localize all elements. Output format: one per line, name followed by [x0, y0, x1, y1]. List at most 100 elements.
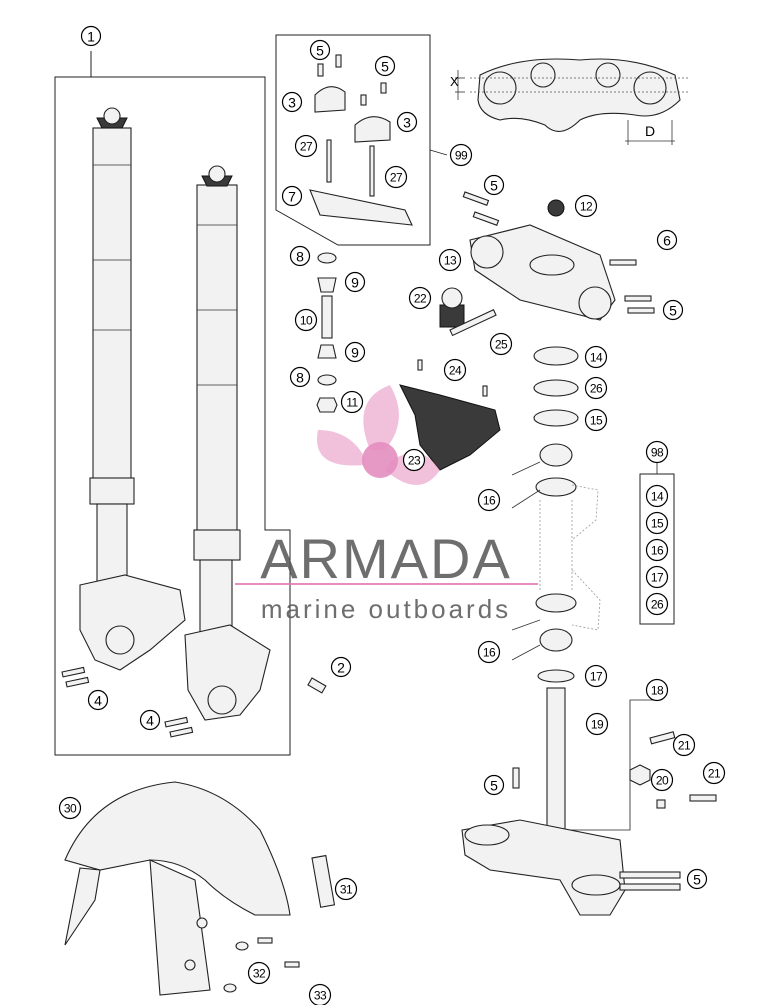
callout-circle: [645, 565, 669, 589]
callout-c27a: 27: [294, 134, 318, 158]
callout-circle: [585, 712, 609, 736]
callout-circle: [489, 332, 513, 356]
callout-circle: [281, 185, 303, 207]
callout-c17b: 17: [645, 565, 669, 589]
callout-circle: [645, 678, 669, 702]
callout-label: 19: [591, 718, 604, 732]
callout-circle: [334, 877, 358, 901]
bearing-stack: [511, 346, 601, 683]
callout-c1: 1: [80, 25, 102, 47]
handlebar-clamps: [309, 54, 413, 226]
callout-circle: [483, 774, 505, 796]
callout-c8a: 8: [289, 245, 311, 267]
callout-numbers: 1233445555556788991011121314141515161616…: [58, 25, 726, 1005]
callout-c4a: 4: [87, 689, 109, 711]
upper-triple-clamp: [462, 191, 655, 321]
callout-label: 11: [346, 396, 358, 410]
watermark-tagline: marine outboards: [261, 594, 511, 624]
callout-circle: [289, 366, 311, 388]
callout-c17a: 17: [584, 664, 608, 688]
callout-label: 27: [390, 171, 403, 185]
callout-label: 26: [651, 598, 664, 612]
callout-circle: [344, 341, 366, 363]
callout-circle: [477, 640, 501, 664]
callout-circle: [281, 91, 303, 113]
callout-label: 99: [455, 149, 468, 163]
callout-circle: [584, 345, 608, 369]
callout-label: 32: [253, 967, 266, 981]
callout-c14b: 14: [645, 484, 669, 508]
callout-label: 12: [580, 200, 593, 214]
callout-c16b: 16: [477, 640, 501, 664]
callout-circle: [294, 134, 318, 158]
callout-c31: 31: [334, 877, 358, 901]
callout-c5e: 5: [483, 774, 505, 796]
callout-label: 6: [663, 233, 671, 249]
callout-circle: [309, 39, 331, 61]
callout-label: 5: [490, 178, 498, 194]
callout-c4b: 4: [139, 709, 161, 731]
callout-circle: [408, 286, 432, 310]
callout-circle: [438, 248, 462, 272]
callout-label: 14: [590, 351, 603, 365]
callout-label: 7: [288, 189, 296, 205]
callout-c13: 13: [438, 248, 462, 272]
callout-c16c: 16: [645, 538, 669, 562]
callout-circle: [289, 245, 311, 267]
callout-label: 26: [590, 382, 603, 396]
callout-label: 5: [669, 303, 677, 319]
dimension-label-x: X: [450, 74, 459, 89]
callout-c21b: 21: [702, 761, 726, 785]
callout-c32: 32: [247, 961, 271, 985]
callout-c23: 23: [402, 448, 426, 472]
callout-label: 33: [314, 989, 327, 1003]
callout-label: 5: [381, 59, 389, 75]
callout-label: 20: [656, 774, 669, 788]
callout-c6: 6: [656, 229, 678, 251]
callout-label: 24: [449, 364, 462, 378]
steering-damper: [439, 287, 497, 337]
callout-label: 18: [651, 684, 664, 698]
callout-c21a: 21: [672, 733, 696, 757]
callout-circle: [443, 358, 467, 382]
callout-c98: 98: [645, 440, 669, 464]
callout-c24: 24: [443, 358, 467, 382]
callout-circle: [672, 733, 696, 757]
callout-circle: [402, 448, 426, 472]
callout-label: 1: [87, 29, 95, 45]
callout-c20: 20: [650, 768, 674, 792]
callout-circle: [340, 390, 364, 414]
callout-c16a: 16: [477, 488, 501, 512]
callout-label: 16: [651, 544, 664, 558]
bolts-4: [61, 666, 194, 738]
bracket-23: [399, 359, 501, 471]
callout-circle: [662, 299, 684, 321]
callout-circle: [702, 761, 726, 785]
callout-c3b: 3: [396, 111, 418, 133]
callout-c26a: 26: [584, 376, 608, 400]
callout-circle: [645, 538, 669, 562]
front-fender: [64, 781, 336, 996]
callout-c8b: 8: [289, 366, 311, 388]
callout-c5f: 5: [686, 868, 708, 890]
callout-circle: [686, 868, 708, 890]
callout-label: 2: [337, 660, 345, 676]
callout-c5c: 5: [483, 174, 505, 196]
callout-c7: 7: [281, 185, 303, 207]
callout-circle: [396, 111, 418, 133]
dimension-label-d: D: [645, 123, 655, 139]
callout-c19: 19: [585, 712, 609, 736]
callout-circle: [584, 664, 608, 688]
callout-c18: 18: [645, 678, 669, 702]
callout-c15b: 15: [645, 511, 669, 535]
callout-circle: [87, 689, 109, 711]
callout-circle: [247, 961, 271, 985]
callout-c5a: 5: [309, 39, 331, 61]
callout-circle: [58, 796, 82, 820]
callout-c33: 33: [308, 983, 332, 1005]
callout-c5d: 5: [662, 299, 684, 321]
callout-label: 30: [64, 802, 77, 816]
callout-label: 8: [296, 370, 304, 386]
callout-c9a: 9: [344, 271, 366, 293]
